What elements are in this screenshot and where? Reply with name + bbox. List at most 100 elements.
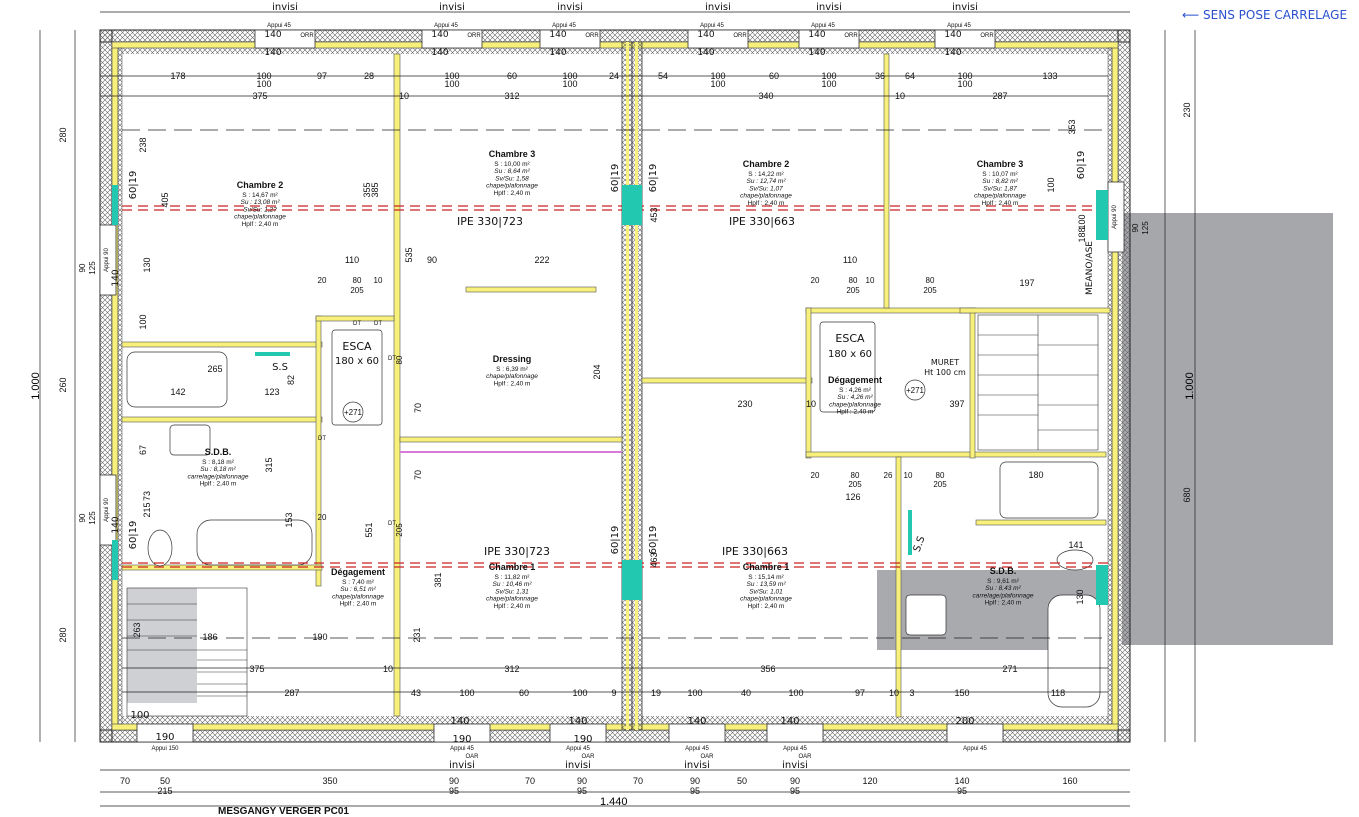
- dimension-text: 95: [577, 786, 587, 796]
- dimension-text: 230: [1182, 102, 1192, 117]
- window-sill-label: Appui 90: [1112, 204, 1118, 228]
- dimension-text: 453: [649, 207, 659, 222]
- dimension-text: 10: [889, 688, 899, 698]
- dimension-text: 280: [58, 627, 68, 642]
- room-detail: Sv/Su: 1,58: [495, 175, 529, 182]
- lintel-note: 60|19: [1076, 151, 1087, 180]
- dimension-text: 263: [132, 622, 142, 637]
- dimension-text: 9: [611, 688, 616, 698]
- dimension-text: 97: [317, 71, 327, 81]
- dimension-text: 133: [1042, 71, 1057, 81]
- dt-label: DT: [318, 436, 326, 442]
- dimension-text: 100: [788, 688, 803, 698]
- room-detail: Sv/Su: 1,87: [983, 185, 1017, 192]
- dimension-text: 375: [252, 91, 267, 101]
- window-frame: [549, 723, 607, 743]
- room-detail: Hplf : 2,40 m: [748, 603, 785, 610]
- dimension-text: 265: [207, 364, 222, 374]
- dimension-text: 43: [411, 688, 421, 698]
- dimension-text: 287: [284, 688, 299, 698]
- party-wall: [621, 41, 643, 731]
- width-note: 140: [111, 269, 121, 286]
- room-detail: Su : 8,43 m²: [985, 585, 1021, 592]
- window-type-label: ORR: [733, 33, 747, 39]
- dimension-text: 90: [427, 255, 437, 265]
- dimension-text: 90: [449, 776, 459, 786]
- dimension-text: 125: [88, 511, 97, 525]
- lintel-note: 60|19: [610, 526, 621, 555]
- window-sill-label: Appui 45: [963, 746, 987, 752]
- dimension-text: 90: [1131, 223, 1140, 232]
- beam-note: IPE 330|723: [484, 545, 550, 558]
- muret-note: Ht 100 cm: [924, 368, 966, 377]
- door-dimension: 10: [374, 276, 383, 285]
- dimension-text: 60: [769, 71, 779, 81]
- dimension-text: 90: [78, 513, 87, 522]
- room-detail: chape/plafonnage: [486, 373, 538, 380]
- dimension-text: 110: [345, 255, 359, 265]
- width-note: 140: [697, 48, 714, 58]
- dimension-text: 60: [519, 688, 529, 698]
- door-dimension: 20: [318, 513, 327, 522]
- dimension-text: 178: [170, 71, 185, 81]
- window-sill-label: Appui 45: [267, 23, 291, 29]
- dimension-text: 463: [649, 552, 659, 567]
- lintel-note: 60|19: [648, 164, 659, 193]
- dimension-text: 100: [562, 71, 577, 81]
- width-note: 140: [568, 716, 587, 727]
- room-detail: S : 15,14 m²: [748, 574, 784, 581]
- dimension-text: 180: [1028, 470, 1043, 480]
- dimension-text: 90: [690, 776, 700, 786]
- lintel-note: 60|19: [128, 171, 139, 200]
- room-detail: Sv/Su: 1,01: [749, 588, 783, 595]
- room-detail: S : 10,07 m²: [982, 171, 1018, 178]
- door-dimension: 20: [811, 276, 820, 285]
- window-sill-label: Appui 45: [700, 23, 724, 29]
- room-detail: Su : 13,59 m²: [746, 581, 786, 588]
- room-detail: chape/plafonnage: [740, 193, 792, 200]
- red-note: MEANO/ASE: [1085, 241, 1095, 295]
- width-note: 140: [450, 716, 469, 727]
- dimension-text: 95: [449, 786, 459, 796]
- door-dimension: 205: [395, 523, 404, 537]
- dimension-text: 73: [142, 491, 152, 501]
- dimension-text: 50: [737, 776, 747, 786]
- dimension-text: 312: [504, 664, 519, 674]
- dimension-text: 287: [992, 91, 1007, 101]
- beam-note: IPE 330|663: [722, 545, 788, 558]
- width-note: 140: [697, 30, 714, 40]
- dimension-text: 95: [957, 786, 967, 796]
- room-detail: S : 4,26 m²: [839, 387, 872, 394]
- invisi-note: invisi: [816, 2, 842, 13]
- window-sill-label: Appui 45: [811, 23, 835, 29]
- window-type-label: OAR: [465, 754, 479, 760]
- dimension-text: 40: [741, 688, 751, 698]
- stairs-right: [977, 314, 1099, 451]
- door-dimension: 205: [350, 286, 364, 295]
- invisi-note: invisi: [557, 2, 583, 13]
- dimension-text: 340: [758, 91, 773, 101]
- lintel-marks: [112, 185, 1108, 605]
- window-frame: [99, 474, 117, 546]
- fixtures: [126, 321, 1101, 708]
- dimension-text: 90: [577, 776, 587, 786]
- esca-note: 180 x 60: [828, 349, 872, 360]
- room-detail: chape/plafonnage: [740, 596, 792, 603]
- room-detail: Hplf : 2,40 m: [748, 200, 785, 207]
- room-name: Chambre 3: [489, 149, 536, 159]
- dimension-text: 36: [875, 71, 885, 81]
- window-frame: [136, 723, 194, 743]
- dimension-text: 100: [687, 688, 702, 698]
- dimension-text: 100: [256, 71, 271, 81]
- width-note: 140: [780, 716, 799, 727]
- room-name: Dégagement: [331, 567, 385, 577]
- width-note: 190: [155, 732, 174, 743]
- room-detail: Sv/Su: 1,2?: [243, 206, 277, 213]
- window-sill-label: Appui 45: [566, 746, 590, 752]
- door-dimension: 80: [353, 276, 362, 285]
- dt-label: DT: [388, 356, 396, 362]
